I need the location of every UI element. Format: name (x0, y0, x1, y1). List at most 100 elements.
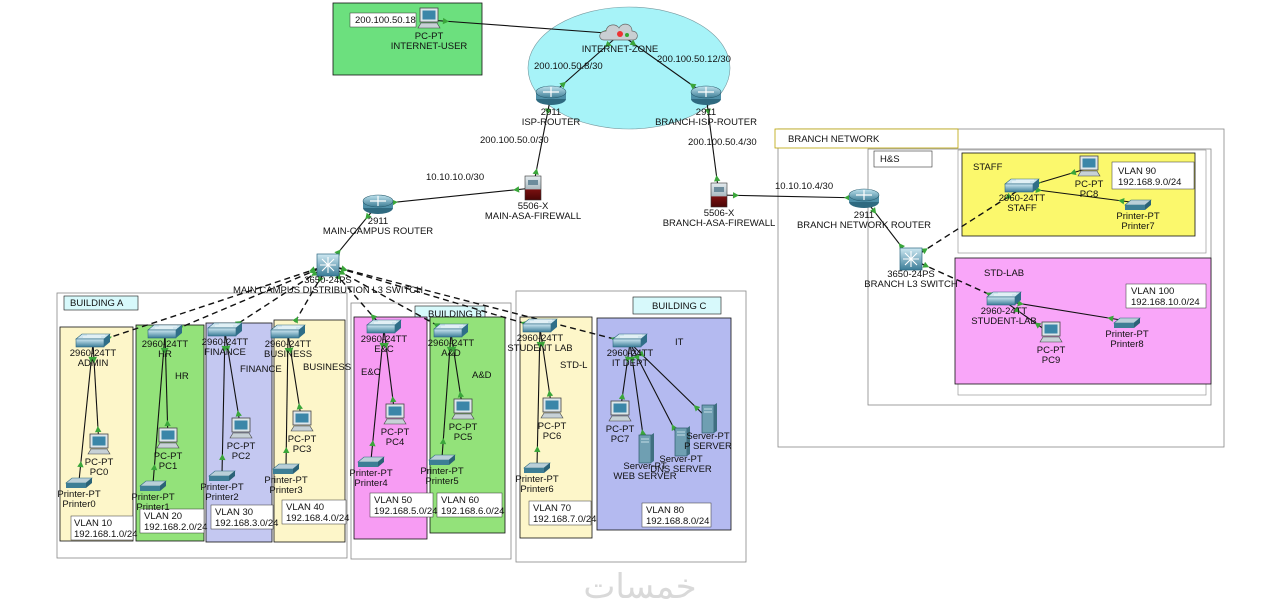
link-sw_hr-printer1 (152, 333, 166, 485)
link-status-arrow (390, 396, 397, 403)
watermark: خمسات (583, 567, 696, 607)
link-status-arrow (317, 275, 324, 283)
device-name-label: ISP-ROUTER (522, 117, 581, 128)
device-model-label: 2911 (541, 107, 561, 118)
building-a-title-box (63, 295, 139, 311)
vlan-10-box (70, 515, 134, 541)
pc-icon (229, 417, 253, 439)
device-internet-zone[interactable]: INTERNET-ZONE (582, 23, 659, 55)
switch-icon (986, 291, 1022, 306)
link-status-arrow (77, 461, 84, 468)
link-status-arrow (844, 194, 851, 201)
vlan-90-subnet: 192.168.9.0/24 (1118, 177, 1181, 188)
pc-icon (383, 403, 407, 425)
room-label-it: IT (675, 337, 684, 348)
printer-icon (1113, 317, 1141, 328)
link-status-arrow (442, 17, 449, 25)
room-label-staff: STAFF (973, 162, 1003, 173)
device-name-label: Printer3 (269, 485, 302, 496)
device-name-label: PC0 (90, 467, 108, 478)
vlan-90-box (1111, 161, 1195, 190)
device-name-label: HR (158, 349, 172, 360)
device-model-label: 2911 (368, 216, 388, 227)
device-name-label: PC7 (611, 434, 629, 445)
link-main_l3-sw_ad (327, 264, 452, 334)
device-model-label: 5506-X (704, 208, 735, 219)
building-c-title-box (632, 296, 722, 315)
link-status-arrow (513, 186, 520, 193)
room-label-business: BUSINESS (303, 362, 351, 373)
link-sw_ec-printer4 (370, 328, 385, 461)
device-p-server[interactable]: Server-PTP SERVER (684, 403, 732, 452)
device-model-label: 3650-24PS (304, 275, 352, 286)
vlan-30-label: VLAN 30 (215, 507, 253, 518)
device-model-label: 2960-24TT (142, 339, 189, 350)
vlan-10-label: VLAN 10 (74, 518, 112, 529)
link-status-arrow (283, 447, 290, 454)
vlan-40-box (281, 499, 347, 525)
device-name-label: Printer1 (136, 502, 169, 513)
device-model-label: PC-PT (154, 451, 183, 462)
internet-user-ip-box (349, 12, 417, 28)
room-label-hr: HR (175, 371, 189, 382)
link-status-arrow (369, 440, 376, 447)
vlan-80-label: VLAN 80 (646, 505, 684, 516)
vlan-60-box (436, 492, 503, 518)
device-model-label: 2960-24TT (428, 338, 475, 349)
switch-icon (270, 324, 306, 339)
link-status-arrow (457, 391, 465, 398)
link-main_l3-sw_it (327, 264, 631, 344)
link-status-arrow (922, 261, 930, 268)
device-model-label: Printer-PT (1116, 211, 1159, 222)
device-model-label: PC-PT (538, 421, 567, 432)
device-model-label: Server-PT (659, 454, 702, 465)
link-status-arrow (1013, 306, 1021, 313)
link-status-arrow (160, 347, 168, 354)
vlan-60-label: VLAN 60 (441, 495, 479, 506)
link-status-arrow (689, 83, 697, 90)
switch-icon (207, 322, 243, 337)
device-name-label: Printer0 (62, 499, 95, 510)
building-a-frame (56, 292, 348, 559)
